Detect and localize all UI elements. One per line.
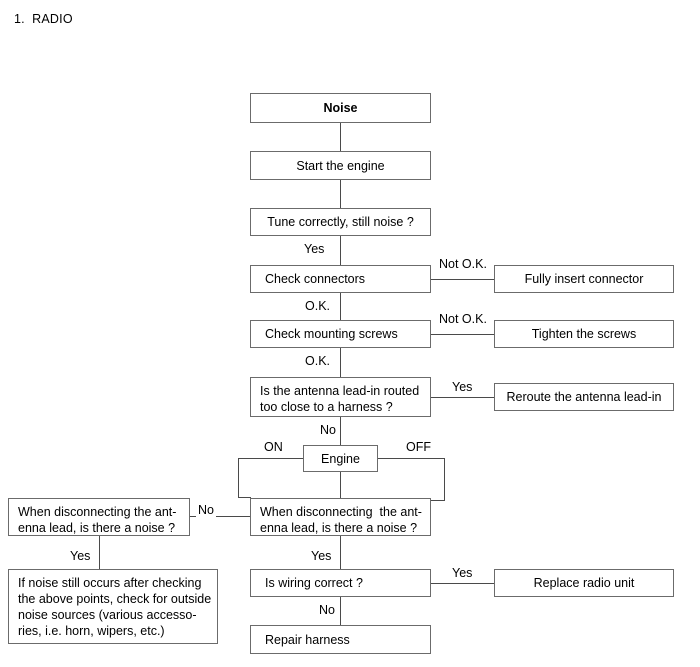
edge-screws-to-tighten	[431, 334, 494, 335]
edge-noise-to-start	[340, 122, 341, 151]
node-antenna-line1: Is the antenna lead-in routed	[260, 384, 420, 398]
node-reroute-antenna-lead-in[interactable]: Reroute the antenna lead-in	[494, 383, 674, 411]
edge-engine-off-into-box	[431, 500, 445, 501]
node-antenna-lead-in-routed[interactable]: Is the antenna lead-in routed too close …	[250, 377, 431, 417]
node-fully-insert-connector[interactable]: Fully insert connector	[494, 265, 674, 293]
node-outside-noise-line1: If noise still occurs after checking	[18, 576, 202, 590]
edge-engine-off-horizontal	[378, 458, 445, 459]
edge-label-antenna-yes: Yes	[450, 380, 475, 394]
node-tighten-the-screws[interactable]: Tighten the screws	[494, 320, 674, 348]
edge-tune-to-connectors	[340, 236, 341, 265]
node-disconnect-left-line1: When disconnecting the ant-	[18, 505, 177, 519]
node-replace-radio-unit[interactable]: Replace radio unit	[494, 569, 674, 597]
edge-connectors-to-fully-insert	[431, 279, 494, 280]
node-repair-harness[interactable]: Repair harness	[250, 625, 431, 654]
node-check-mounting-screws[interactable]: Check mounting screws	[250, 320, 431, 348]
node-start-the-engine[interactable]: Start the engine	[250, 151, 431, 180]
node-disconnect-center-line1: When disconnecting the ant-	[260, 505, 422, 519]
edge-disc-left-no	[190, 516, 250, 517]
edge-engine-off-vertical	[444, 458, 445, 500]
edge-label-disc-left-no: No	[196, 503, 216, 517]
node-outside-noise-sources[interactable]: If noise still occurs after checking the…	[8, 569, 218, 644]
edge-label-engine-on: ON	[262, 440, 285, 454]
edge-label-antenna-no: No	[318, 423, 338, 437]
node-tune-correctly[interactable]: Tune correctly, still noise ?	[250, 208, 431, 236]
page-title: 1. RADIO	[14, 12, 73, 26]
node-antenna-line2: too close to a harness ?	[260, 400, 393, 414]
edge-label-screws-ok: O.K.	[303, 354, 333, 368]
node-disconnect-left-line2: enna lead, is there a noise ?	[18, 521, 176, 535]
edge-engine-on-horizontal	[238, 458, 304, 459]
edge-label-disc-center-yes: Yes	[309, 549, 334, 563]
edge-label-tune-yes: Yes	[302, 242, 327, 256]
edge-disc-center-to-wiring	[340, 536, 341, 569]
edge-label-disc-left-yes: Yes	[68, 549, 93, 563]
edge-label-wiring-yes: Yes	[450, 566, 475, 580]
edge-engine-on-vertical	[238, 458, 239, 498]
edge-start-to-tune	[340, 180, 341, 208]
edge-label-connectors-not-ok: Not O.K.	[437, 257, 489, 271]
edge-screws-to-antenna	[340, 348, 341, 377]
node-engine[interactable]: Engine	[303, 445, 378, 472]
edge-label-engine-off: OFF	[404, 440, 433, 454]
node-outside-noise-line4: ries, i.e. horn, wipers, etc.)	[18, 624, 165, 638]
edge-antenna-to-engine	[340, 417, 341, 445]
node-disconnect-antenna-left[interactable]: When disconnecting the ant- enna lead, i…	[8, 498, 190, 536]
node-is-wiring-correct[interactable]: Is wiring correct ?	[250, 569, 431, 597]
edge-label-screws-not-ok: Not O.K.	[437, 312, 489, 326]
node-check-connectors[interactable]: Check connectors	[250, 265, 431, 293]
node-noise[interactable]: Noise	[250, 93, 431, 123]
edge-connectors-to-screws	[340, 293, 341, 321]
edge-engine-to-disc-center	[340, 472, 341, 498]
node-disconnect-center-line2: enna lead, is there a noise ?	[260, 521, 418, 535]
edge-engine-on-into-box	[238, 497, 251, 498]
edge-label-connectors-ok: O.K.	[303, 299, 333, 313]
node-outside-noise-line2: the above points, check for outside	[18, 592, 212, 606]
node-outside-noise-line3: noise sources (various accesso-	[18, 608, 197, 622]
edge-wiring-to-replace	[431, 583, 494, 584]
edge-disc-left-to-outside	[99, 536, 100, 569]
node-disconnect-antenna-center[interactable]: When disconnecting the ant- enna lead, i…	[250, 498, 431, 536]
edge-label-wiring-no: No	[317, 603, 337, 617]
edge-wiring-to-repair	[340, 597, 341, 625]
edge-antenna-to-reroute	[431, 397, 494, 398]
